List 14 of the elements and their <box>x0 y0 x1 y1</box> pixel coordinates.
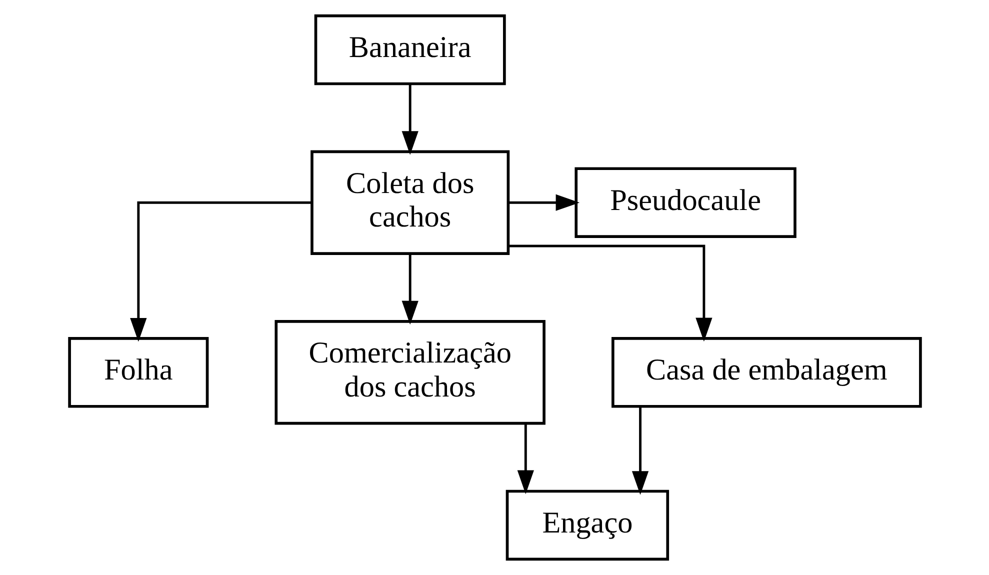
node-box: Coleta dos cachos <box>310 150 510 255</box>
arrow <box>631 407 648 495</box>
node-box: Folha <box>68 337 208 408</box>
arrow <box>130 201 311 342</box>
node-box: Casa de embalagem <box>611 337 922 408</box>
node-box: Bananeira <box>314 14 506 86</box>
node-box: Comercialização dos cachos <box>274 320 545 425</box>
arrow <box>508 194 580 211</box>
arrow <box>516 424 534 494</box>
node-box: Pseudocaule <box>574 167 796 238</box>
arrow <box>508 244 712 342</box>
arrow <box>401 84 418 155</box>
node-box: Engaço <box>505 490 669 561</box>
arrow <box>401 254 418 325</box>
